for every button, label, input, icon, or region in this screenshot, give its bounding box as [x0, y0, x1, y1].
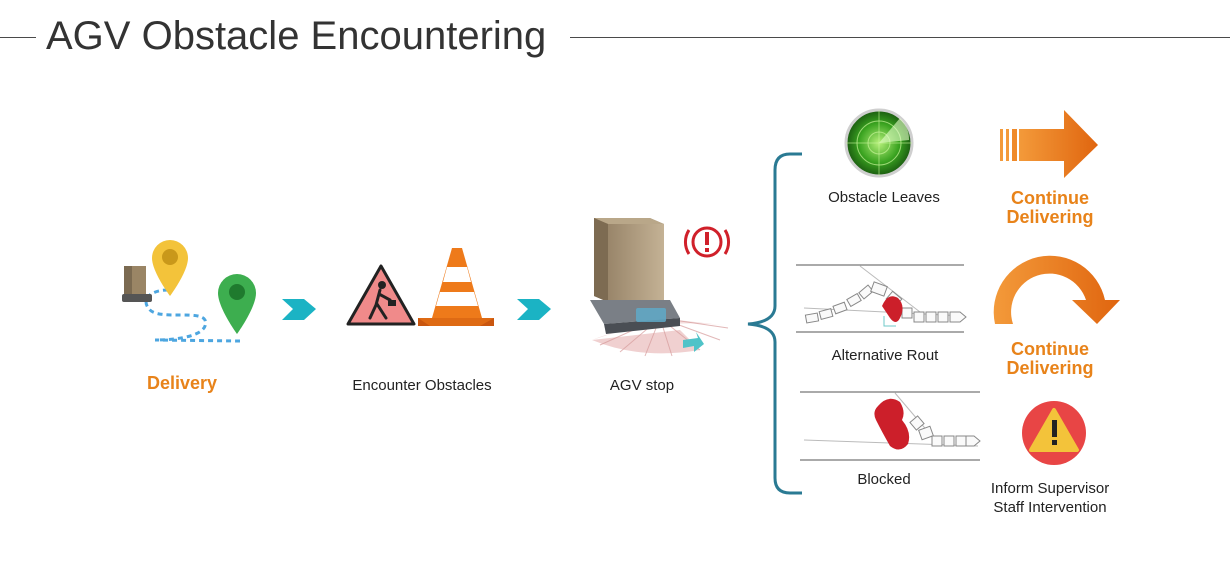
blocked-diagram: [800, 391, 981, 461]
warning-alert-icon: [1022, 401, 1086, 465]
outcome-label-blocked: Blocked: [857, 471, 911, 488]
outcome-bracket: [747, 152, 802, 495]
result-continue-1-line1: Continue: [1011, 188, 1089, 208]
traffic-cone-icon: [418, 248, 494, 326]
flow-chevron-2: [517, 299, 551, 320]
step-label-agv-stop: AGV stop: [609, 377, 675, 394]
result-continue-2: Continue Delivering: [1006, 340, 1093, 378]
page-title: AGV Obstacle Encountering: [46, 14, 547, 58]
agv-stop-icon: [590, 218, 730, 357]
reroute-arrow-icon: [993, 255, 1120, 324]
outcome-label-alternative-route: Alternative Rout: [831, 347, 939, 364]
warning-sign-icon: [346, 264, 416, 326]
title-rule-left: [0, 37, 36, 38]
flow-chevron-1: [282, 299, 316, 320]
alternative-route-diagram: [796, 264, 967, 333]
result-continue-2-line2: Delivering: [1006, 358, 1094, 378]
result-continue-1: Continue Delivering: [1006, 189, 1093, 227]
result-inform-line2: Staff Intervention: [993, 499, 1107, 516]
result-continue-1-line2: Delivering: [1006, 207, 1094, 227]
step-label-delivery: Delivery: [146, 373, 218, 393]
delivery-icon: [122, 240, 256, 343]
result-inform-line1: Inform Supervisor: [990, 480, 1110, 497]
title-rule-right: [570, 37, 1230, 38]
stop-alert-icon: [684, 226, 730, 258]
outcome-label-obstacle-leaves: Obstacle Leaves: [828, 189, 940, 206]
result-continue-2-line1: Continue: [1011, 339, 1089, 359]
result-inform: Inform Supervisor Staff Intervention: [991, 479, 1109, 517]
step-label-encounter: Encounter Obstacles: [352, 377, 492, 394]
continue-arrow-icon: [1000, 110, 1098, 178]
radar-icon: [844, 108, 914, 178]
